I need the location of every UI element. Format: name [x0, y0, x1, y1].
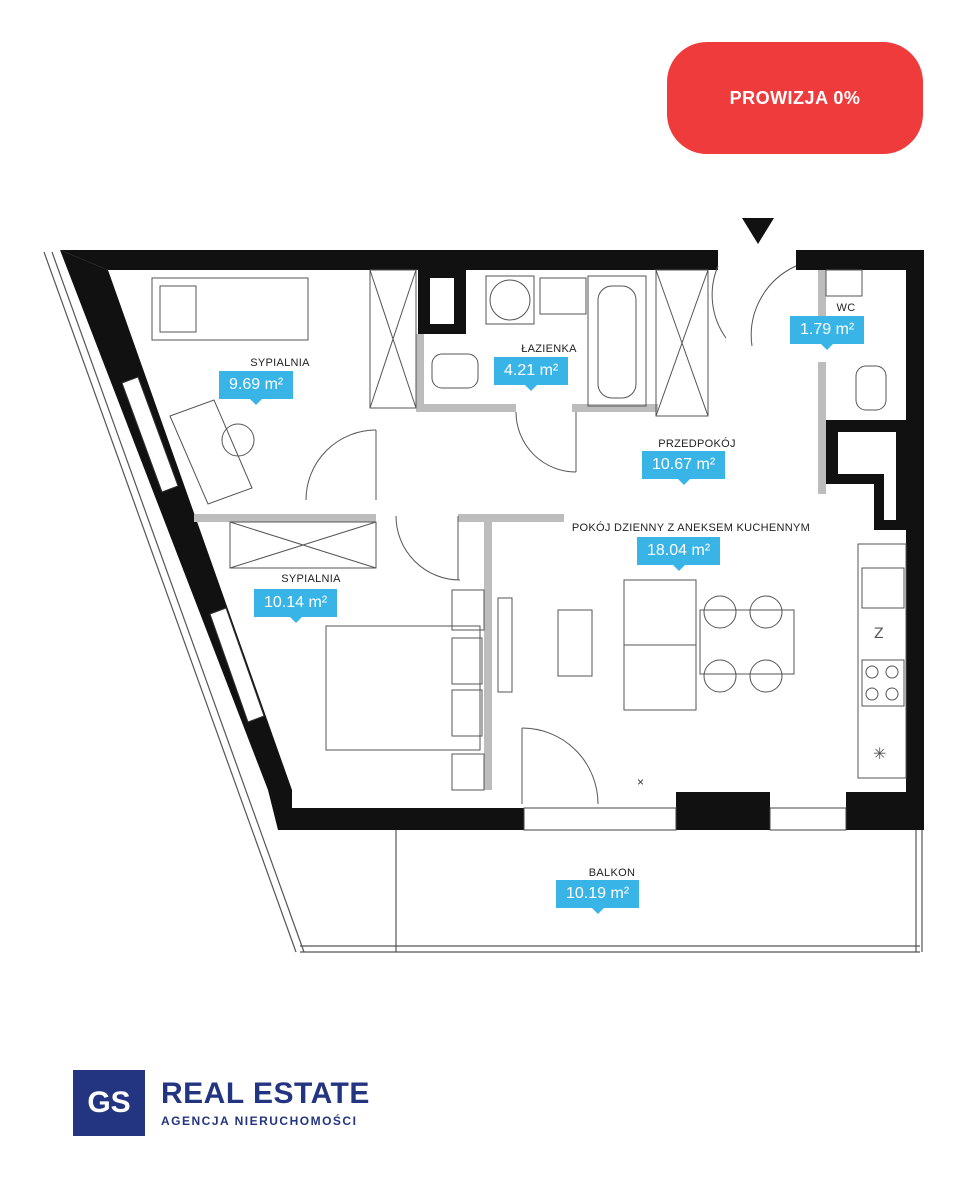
- x-mark: ×: [637, 775, 644, 789]
- room-area-hall: 10.67 m²: [642, 451, 726, 485]
- room-name-hall: PRZEDPOKÓJ: [658, 438, 736, 450]
- wardrobes: [229, 269, 709, 569]
- room-name-balcony: BALKON: [588, 867, 636, 879]
- logo-mark: GS: [73, 1070, 145, 1136]
- balcony-railing: [43, 251, 923, 953]
- room-name-bedroom-1: SYPIALNIA: [250, 357, 310, 369]
- room-name-living: POKÓJ DZIENNY Z ANEKSEM KUCHENNYM: [571, 522, 811, 534]
- room-area-bedroom-2: 10.14 m²: [254, 589, 338, 623]
- room-area-wc: 1.79 m²: [790, 316, 865, 350]
- room-name-bedroom-2: SYPIALNIA: [281, 573, 341, 585]
- logo-subtitle: AGENCJA NIERUCHOMOŚCI: [161, 1114, 358, 1128]
- freezer-icon: ✳: [873, 744, 887, 763]
- balcony-frames: [523, 807, 847, 831]
- shaft: [826, 420, 906, 530]
- entrance-arrow-icon: [742, 218, 774, 244]
- logo-title: REAL ESTATE: [161, 1077, 370, 1110]
- room-name-bathroom: ŁAZIENKA: [521, 343, 577, 355]
- company-logo: GS REAL ESTATE AGENCJA NIERUCHOMOŚCI: [73, 1070, 370, 1136]
- room-area-bathroom: 4.21 m²: [494, 357, 569, 391]
- furniture: [151, 269, 907, 791]
- interior-walls: [194, 270, 826, 790]
- left-windows: [121, 376, 265, 723]
- room-area-balcony: 10.19 m²: [556, 880, 640, 914]
- fridge-icon: Z: [874, 626, 884, 642]
- commission-badge: PROWIZJA 0%: [667, 42, 923, 154]
- room-area-bedroom-1: 9.69 m²: [219, 371, 294, 405]
- doors: [305, 265, 797, 805]
- room-name-wc: WC: [836, 302, 856, 314]
- room-area-living: 18.04 m²: [637, 537, 721, 571]
- logo-text: REAL ESTATE AGENCJA NIERUCHOMOŚCI: [161, 1077, 370, 1129]
